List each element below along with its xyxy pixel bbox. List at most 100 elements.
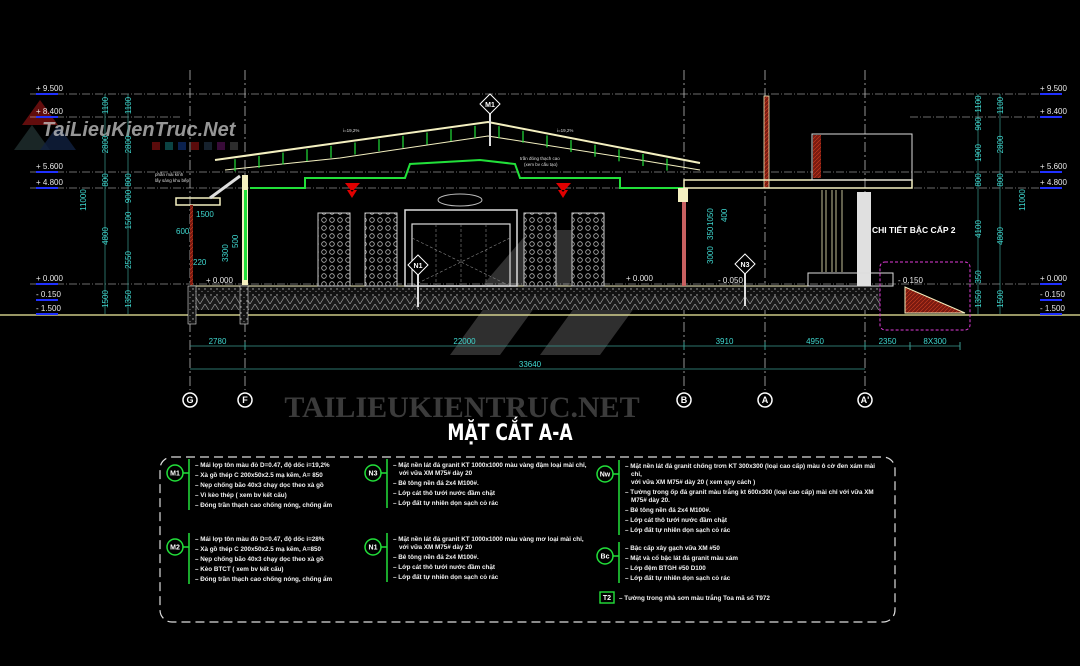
elevation-right: + 4.800 (1040, 178, 1067, 187)
dim-1050: 1050 (706, 208, 715, 226)
dim-left-b: 1100 (124, 96, 133, 114)
legend-line: – Đóng trần thạch cao chống nóng, chống … (195, 500, 333, 509)
legend-line: – Mái lợp tôn màu đỏ D=0.47, độ dốc i=28… (195, 535, 325, 543)
legend-line: – Lớp cát thô tưới nước đầm chặt (625, 515, 728, 524)
dim-left-b: 900 (124, 189, 133, 203)
legend-item-Nw: – Mặt nền lát đá granit chống trơn KT 30… (596, 460, 875, 535)
grid-axis-G: G (182, 392, 198, 408)
inner-dimensions: 1500 600 500 3300 220 1050 350 400 3000 … (176, 208, 923, 285)
legend-item-T2: – Tường trong nhà sơn màu trắng Toa mã s… (599, 591, 770, 604)
legend-line: với vữa XM M75# dày 20 ( xem quy cách ) (631, 479, 755, 486)
dim-600: 600 (176, 227, 190, 236)
marker-floor-n1: N1 (407, 254, 429, 307)
floor-slab (190, 286, 880, 296)
legend-tag: Bc (601, 554, 610, 561)
legend-line: – Bê tông nền đá 2x4 M100#. (393, 552, 479, 561)
elevation-left: + 0.000 (36, 274, 63, 283)
marker-hall-label: N1 (414, 263, 423, 270)
legend-line: với vữa XM M75# dày 20 (399, 470, 473, 477)
legend-tag: Nw (600, 472, 611, 479)
legend-line: – Lớp cát thô tưới nước đầm chặt (393, 488, 496, 497)
elevation-right: + 9.500 (1040, 84, 1067, 93)
dim-left-b: 800 (124, 173, 133, 187)
axis-dim: 22000 (453, 337, 476, 346)
legend-line: – Mái lợp tôn màu đỏ D=0.47, độ dốc i=19… (195, 461, 330, 469)
dim-220: 220 (193, 258, 207, 267)
legend-line: – Kèo BTCT ( xem bv kết cấu) (195, 565, 284, 573)
level-lines (30, 93, 1060, 285)
hall-elevation (317, 188, 688, 287)
legend-line: – Nẹp chống bão 40x3 chạy dọc theo xà gồ (195, 554, 324, 563)
dim-left-b: 2800 (124, 135, 133, 153)
dim-3000: 3000 (706, 246, 715, 264)
legend-line: – Mặt nền lát đá granit chống trơn KT 30… (625, 461, 875, 470)
watermark-logo-text: TaiLieuKienTruc.Net (42, 119, 237, 141)
legend-item-N1: – Mặt nền lát đá granit KT 1000x1000 màu… (364, 533, 584, 582)
legend-line: – Nẹp chống bão 40x3 chạy dọc theo xà gồ (195, 480, 324, 489)
dim-500: 500 (231, 234, 240, 248)
grid-axis-F: F (237, 392, 253, 408)
legend: – Mái lợp tôn màu đỏ D=0.47, độ dốc i=19… (166, 459, 875, 604)
left-annex: phần mái kính lấy sáng khu bếp (155, 172, 249, 325)
legend-line: – Đóng trần thạch cao chống nóng, chống … (195, 574, 333, 583)
elevation-right: - 0.150 (1040, 290, 1065, 299)
axis-dim: 4950 (806, 337, 824, 346)
legend-tag: M1 (170, 471, 180, 478)
legend-line: M75# dày 20. (631, 497, 670, 504)
elevation-right: + 5.600 (1040, 162, 1067, 171)
legend-line: với vữa XM M75# dày 20 (399, 544, 473, 551)
dim-left-a: 800 (101, 173, 110, 187)
elevation-right: + 0.000 (1040, 274, 1067, 283)
axis-dim: 2780 (209, 337, 227, 346)
slope-right: i=19,2% (557, 128, 573, 133)
dim-right-total: 11000 (1018, 189, 1027, 211)
dim-right-b: 4800 (996, 227, 1005, 245)
legend-line: chỉ, (631, 471, 642, 478)
dim-left-a: 2800 (101, 135, 110, 153)
elevation-right: - 1.500 (1040, 304, 1065, 313)
axis-dim-total: 33640 (519, 360, 542, 369)
legend-line: – Lớp đất tự nhiên dọn sạch cỏ rác (625, 526, 731, 534)
dim-right-a: 1100 (974, 95, 983, 113)
dim-left-total: 11000 (79, 189, 88, 211)
legend-tag: N1 (369, 545, 378, 552)
dim-left-a: 1500 (101, 290, 110, 308)
elevation-left: + 5.600 (36, 162, 63, 171)
grid-axis-label: A (762, 395, 769, 405)
legend-line: – Xà gồ thép C 200x50x2.5 mạ kẽm, A=850 (195, 544, 321, 553)
legend-tag: M2 (170, 545, 180, 552)
dim-right-b: 800 (996, 173, 1005, 187)
dim-left-b: 1350 (124, 290, 133, 308)
dim-right-a: 800 (974, 173, 983, 187)
dim-right-a: 350 (974, 270, 983, 284)
elevation-left: + 4.800 (36, 178, 63, 187)
elevation-left: - 1.500 (36, 304, 61, 313)
grid-axis-label: A' (861, 395, 870, 405)
dim-left-a: 4800 (101, 227, 110, 245)
legend-line: – Bậc cấp xây gạch vữa XM #50 (625, 544, 720, 552)
elevation-left: + 8.400 (36, 107, 63, 116)
watermark-logo: TaiLieuKienTruc.Net (14, 100, 238, 150)
legend-line: – Lớp đất tự nhiên dọn sạch cỏ rác (625, 574, 731, 582)
legend-line: – Vì kèo thép ( xem bv kết cấu) (195, 491, 287, 499)
dim-right-a: 900 (974, 117, 983, 131)
legend-line: – Bê tông nền đá 2x4 M100#. (625, 505, 711, 514)
axis-dim: 2350 (879, 337, 897, 346)
ceiling-note-1: trần đóng thạch cao (520, 156, 560, 161)
elevation-left: + 9.500 (36, 84, 63, 93)
legend-line: – Lớp cát thô tưới nước đầm chặt (393, 562, 496, 571)
legend-item-N3: – Mặt nền lát đá granit KT 1000x1000 màu… (364, 459, 587, 508)
marker-roof-label: M1 (485, 102, 495, 109)
dim-left-b: 2550 (124, 251, 133, 269)
axis-dim: 3910 (716, 337, 734, 346)
legend-line: – Mặt nền lát đá granit KT 1000x1000 màu… (393, 534, 584, 543)
grid-axis-label: G (186, 395, 193, 405)
grid-axis-B: B (676, 392, 692, 408)
dim-right-a: 4100 (974, 220, 983, 238)
legend-item-M1: – Mái lợp tôn màu đỏ D=0.47, độ dốc i=19… (166, 459, 333, 510)
legend-box (159, 456, 896, 623)
legend-line: – Lớp đất tự nhiên dọn sạch cỏ rác (393, 573, 499, 581)
grid-axis-A': A' (857, 392, 873, 408)
dim-left-a: 1100 (101, 96, 110, 114)
